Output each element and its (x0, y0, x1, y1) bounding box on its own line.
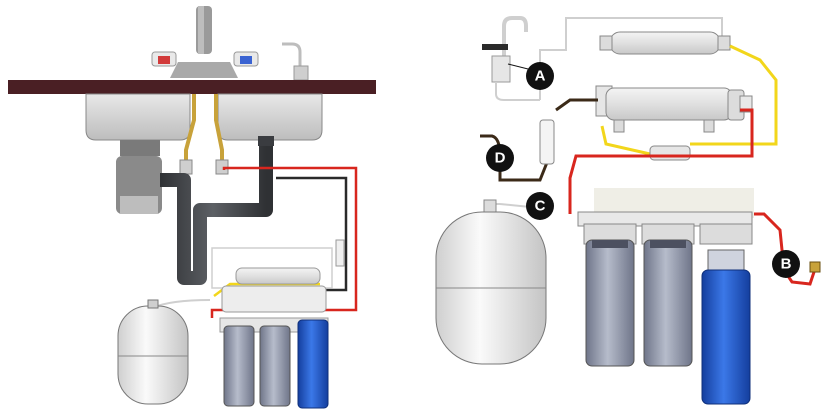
callout-d: D (486, 144, 514, 172)
sink-left-icon (85, 93, 191, 141)
storage-tank-small-icon (117, 299, 189, 405)
ro-faucet-icon (282, 42, 309, 81)
sink-right-icon (217, 93, 323, 141)
callout-a: A (507, 62, 554, 90)
callout-d-label: D (495, 150, 506, 167)
flow-restrictor-icon (539, 119, 555, 165)
drain-pipe (160, 140, 273, 285)
check-valve-icon (649, 145, 691, 161)
filter-housing-icon (643, 239, 693, 367)
callout-c-label: C (535, 198, 546, 215)
red-tube-detail (568, 108, 754, 214)
kitchen-faucet-icon (151, 6, 259, 78)
callout-b-label: B (781, 256, 792, 273)
filter-manifold (577, 188, 754, 405)
feed-valve-icon (809, 261, 821, 273)
callout-c: C (526, 192, 554, 220)
ro-unit-small (211, 247, 333, 409)
ro-faucet-detail-icon (482, 16, 540, 101)
right-detail: A B C D (435, 16, 821, 405)
callout-b: B (772, 250, 800, 278)
countertop (8, 80, 376, 94)
filter-housing-blue-icon (701, 269, 751, 405)
red-feed-tube (210, 166, 358, 318)
storage-tank-icon (435, 199, 547, 365)
left-overview (8, 6, 376, 409)
filter-housing-icon (585, 239, 635, 367)
yellow-tube-detail (600, 44, 778, 156)
ro-membrane-icon (595, 85, 753, 133)
callout-a-label: A (535, 68, 546, 85)
post-filter-icon (599, 31, 731, 55)
garbage-disposal-icon (116, 140, 162, 214)
